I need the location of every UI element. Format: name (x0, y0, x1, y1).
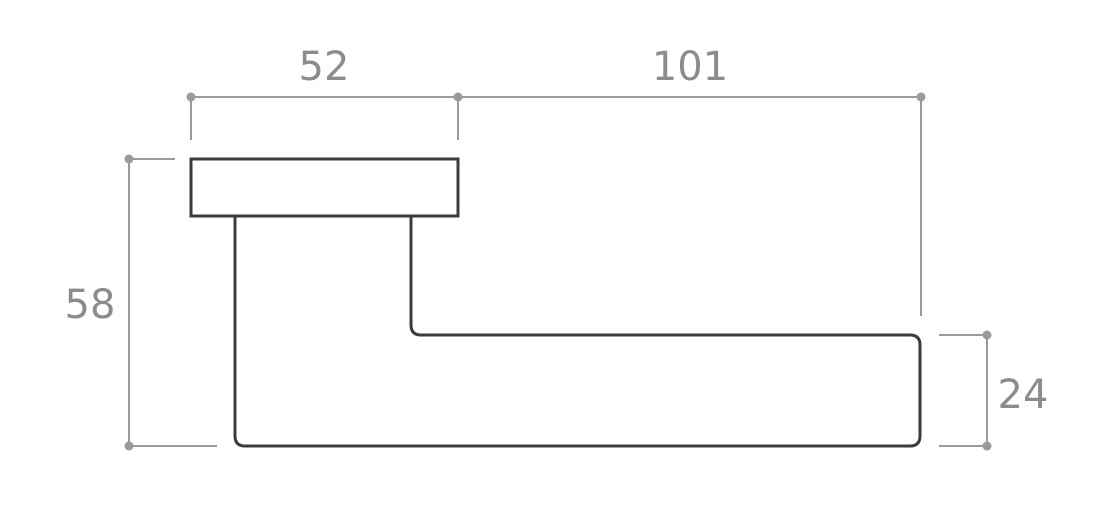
dimension-label-rose-width: 52 (299, 44, 350, 90)
dimension-label-total-height: 58 (65, 282, 116, 328)
right-dimension: 24 (939, 330, 1049, 451)
handle-drawing (189, 157, 922, 448)
rose-outline (189, 157, 460, 218)
dimension-dot (186, 92, 196, 102)
left-dimension: 58 (65, 154, 217, 451)
dimension-dot (453, 92, 463, 102)
dimension-dot (124, 441, 134, 451)
dimension-dot (982, 330, 992, 340)
dimension-dot (982, 441, 992, 451)
dimension-label-lever-length: 101 (652, 44, 728, 90)
dimension-label-lever-thickness: 24 (998, 372, 1049, 418)
lever-outline (233, 214, 922, 448)
dimension-dot (916, 92, 926, 102)
top-dimensions: 52 101 (186, 44, 926, 316)
dimension-dot (124, 154, 134, 164)
